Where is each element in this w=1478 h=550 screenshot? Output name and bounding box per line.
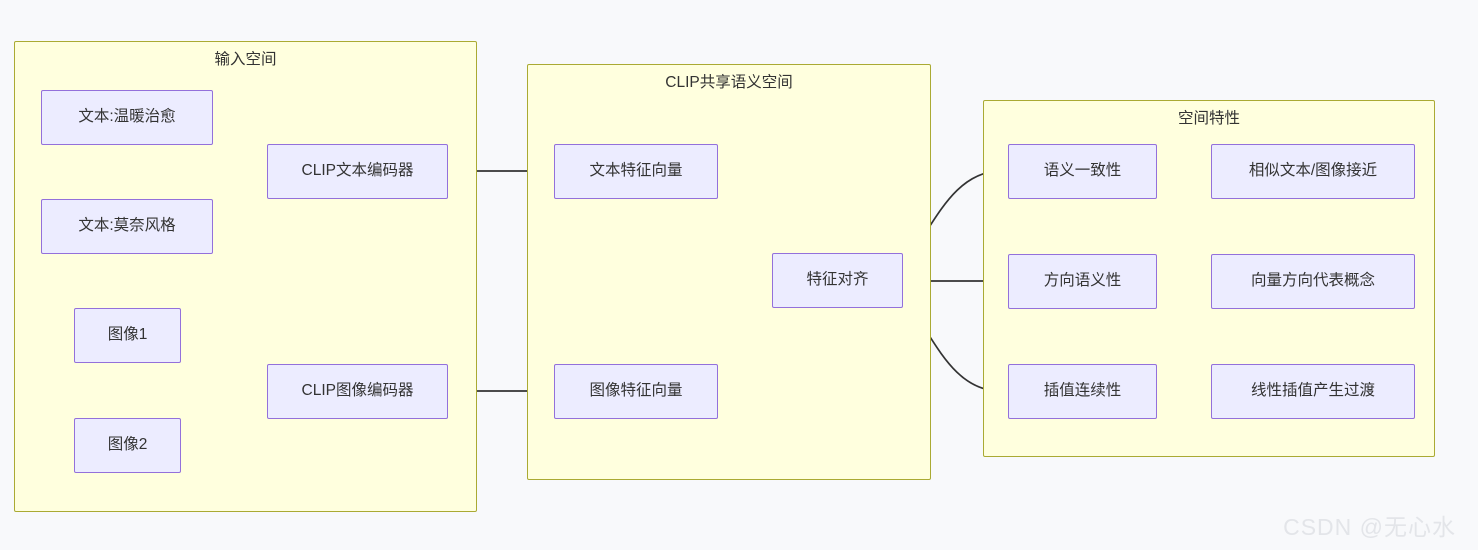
- subgraph-clip-space-title: CLIP共享语义空间: [665, 74, 793, 91]
- node-text-feature-vector[interactable]: 文本特征向量: [554, 144, 718, 199]
- node-vector-direction-concept[interactable]: 向量方向代表概念: [1211, 254, 1415, 309]
- node-interpolation-continuity[interactable]: 插值连续性: [1008, 364, 1157, 419]
- node-text-warm[interactable]: 文本:温暖治愈: [41, 90, 213, 145]
- csdn-watermark: CSDN @无心水: [1283, 514, 1456, 540]
- subgraph-space-properties-title: 空间特性: [1177, 110, 1240, 127]
- node-clip-text-encoder[interactable]: CLIP文本编码器: [267, 144, 448, 199]
- node-semantic-consistency[interactable]: 语义一致性: [1008, 144, 1157, 199]
- node-image-feature-vector[interactable]: 图像特征向量: [554, 364, 718, 419]
- subgraph-input-space-title: 输入空间: [214, 51, 277, 68]
- node-feature-alignment[interactable]: 特征对齐: [772, 253, 903, 308]
- node-image-1[interactable]: 图像1: [74, 308, 181, 363]
- node-clip-image-encoder[interactable]: CLIP图像编码器: [267, 364, 448, 419]
- node-linear-interp-transition[interactable]: 线性插值产生过渡: [1211, 364, 1415, 419]
- node-image-2[interactable]: 图像2: [74, 418, 181, 473]
- node-directional-semantics[interactable]: 方向语义性: [1008, 254, 1157, 309]
- node-text-monet[interactable]: 文本:莫奈风格: [41, 199, 213, 254]
- node-similar-text-image-close[interactable]: 相似文本/图像接近: [1211, 144, 1415, 199]
